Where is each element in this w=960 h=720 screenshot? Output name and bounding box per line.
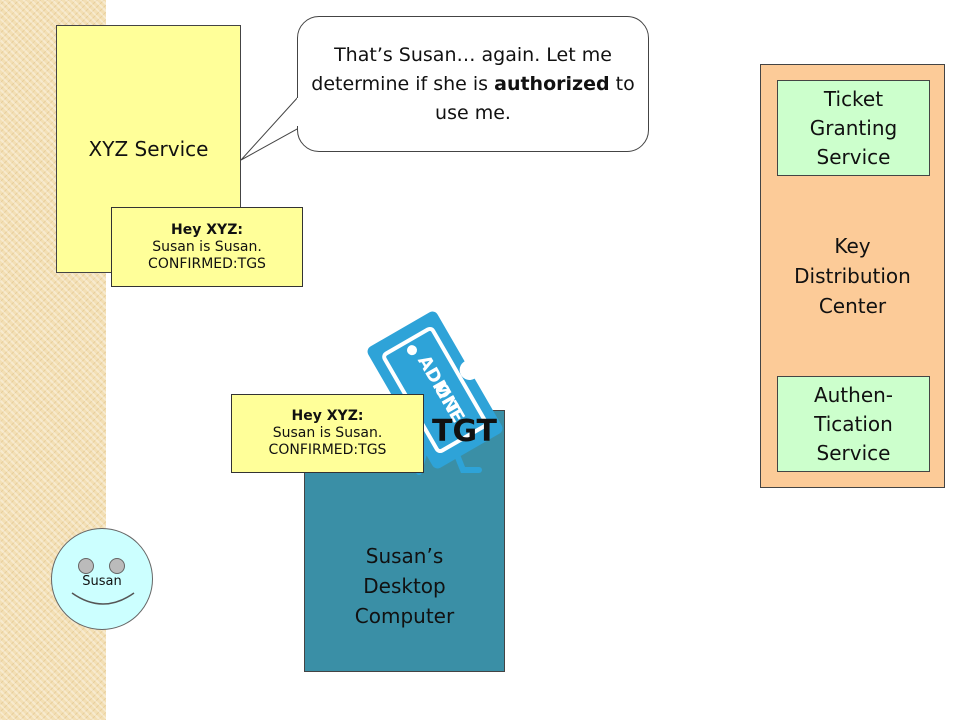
bubble-text-bold: authorized <box>494 72 610 95</box>
note-top-heading: Hey XYZ: <box>171 221 243 238</box>
authentication-service-box: Authen- Tication Service <box>777 376 930 472</box>
tgs-label: Ticket Granting Service <box>809 86 898 169</box>
bubble-text-before: That’s Susan… again. Let me determine if… <box>311 43 612 95</box>
confirmation-note-top: Hey XYZ: Susan is Susan. CONFIRMED:TGS <box>111 207 303 287</box>
susan-label: Susan <box>82 574 122 589</box>
authentication-service-label: Authen- Tication Service <box>813 382 894 465</box>
left-eye <box>78 558 94 574</box>
ticket-granting-service-box: Ticket Granting Service <box>777 80 930 176</box>
note-bottom-line1: Susan is Susan. <box>272 425 383 441</box>
bubble-text-after: to use me. <box>435 72 635 124</box>
confirmation-note-bottom: Hey XYZ: Susan is Susan. CONFIRMED:TGS <box>231 394 424 473</box>
smile-icon <box>71 592 135 605</box>
note-bottom-heading: Hey XYZ: <box>291 408 364 424</box>
tgt-label: TGT <box>432 414 498 449</box>
speech-bubble-text: That’s Susan… again. Let me determine if… <box>308 41 638 128</box>
note-top-line2: CONFIRMED:TGS <box>148 255 266 272</box>
note-bottom-line2: CONFIRMED:TGS <box>268 442 387 458</box>
speech-bubble: That’s Susan… again. Let me determine if… <box>297 16 649 152</box>
desktop-computer-label: Susan’s Desktop Computer <box>354 544 455 628</box>
note-top-line1: Susan is Susan. <box>152 238 262 255</box>
kdc-label: Key Distribution Center <box>794 234 911 318</box>
xyz-service-label: XYZ Service <box>88 137 209 161</box>
right-eye <box>109 558 125 574</box>
susan-face: Susan <box>51 528 153 630</box>
